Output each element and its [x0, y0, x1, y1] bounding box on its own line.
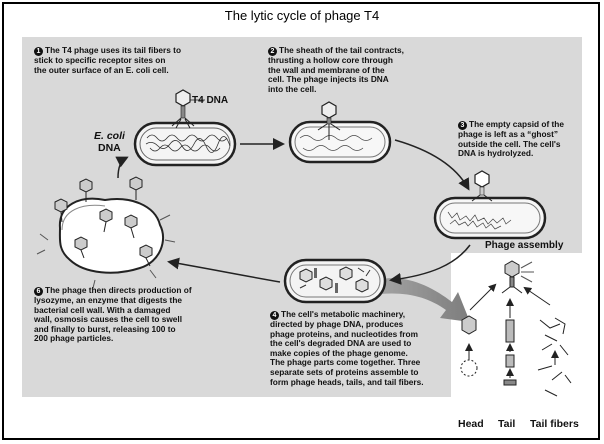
cell-step4: [283, 258, 387, 304]
tail-fibers-label: Tail fibers: [530, 418, 579, 430]
head-label: Head: [458, 418, 484, 430]
t4-dna-label: T4 DNA: [192, 95, 229, 106]
phage-parts-inset: [451, 253, 583, 437]
cell-step6: [36, 176, 176, 289]
ecoli-label: E. coli: [94, 130, 125, 142]
tail-label: Tail: [498, 418, 516, 430]
assembly-arrow: [365, 278, 470, 322]
cycle-arrows: [115, 138, 471, 285]
figure-title: The lytic cycle of phage T4: [224, 8, 380, 23]
assembly-parts: [460, 260, 572, 397]
cell-step1: [133, 89, 237, 167]
ecoli-dna-label: DNA: [98, 142, 121, 154]
cell-step3: [433, 170, 547, 240]
cell-step2: [288, 101, 392, 164]
phage-assembly-label: Phage assembly: [485, 240, 564, 251]
